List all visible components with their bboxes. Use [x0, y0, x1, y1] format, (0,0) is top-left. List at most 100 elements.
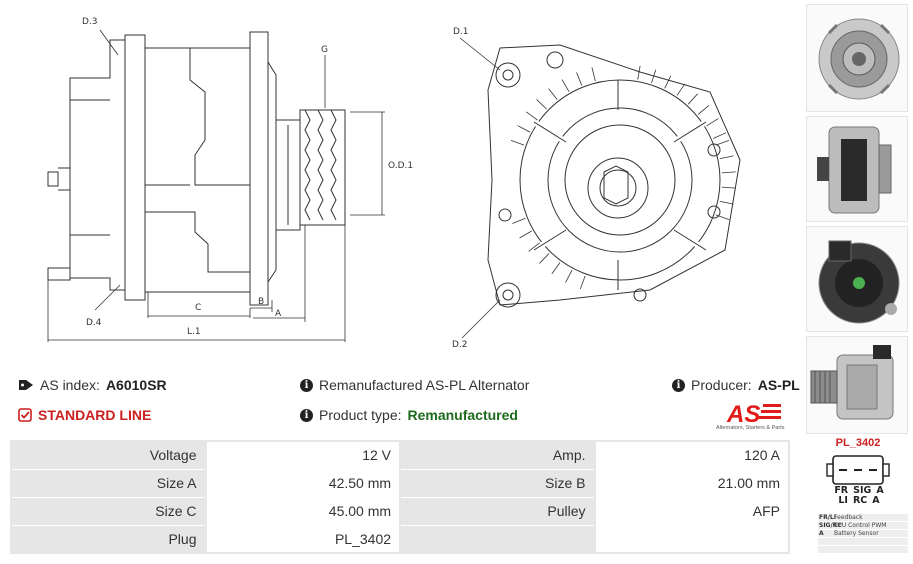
standard-line-row: STANDARD LINE [18, 407, 151, 423]
product-type-value: Remanufactured [407, 407, 518, 423]
vent-slot [719, 155, 734, 160]
label-d2: D.2 [452, 340, 468, 350]
producer-label: Producer: [691, 377, 752, 393]
label-b: B [258, 297, 264, 307]
as-index-value: A6010SR [105, 377, 167, 393]
vent-slot [512, 217, 526, 224]
spec-label: Size A [10, 468, 206, 498]
standard-line-label: STANDARD LINE [38, 407, 152, 423]
spec-value: 42.50 mm [204, 468, 402, 498]
vent-slot [591, 67, 596, 82]
pin-label: FR [834, 485, 849, 496]
spec-label: Size C [10, 496, 206, 526]
logo-subtitle: Alternators, Starters & Parts [716, 425, 785, 431]
plug-connector-diagram [826, 455, 890, 485]
legend-desc: Feedback [834, 514, 863, 521]
label-d1: D.1 [453, 27, 469, 37]
legend-code: FR/LI [819, 514, 836, 521]
vent-slot [721, 171, 736, 174]
vent-slot [715, 214, 730, 221]
vent-slot [713, 132, 727, 139]
vent-slot [561, 79, 570, 92]
plug-pin-labels: FR SIG A LI RC A [822, 486, 896, 506]
vent-slot [697, 105, 710, 115]
vent-slot [510, 139, 525, 146]
thumbnail-pulley-side[interactable] [806, 336, 908, 434]
spec-label: Plug [10, 524, 206, 554]
vent-slot [528, 242, 540, 252]
vent-slot [706, 118, 719, 127]
label-od1: O.D.1 [388, 161, 413, 171]
legend-code: A [819, 530, 824, 537]
vent-slot [721, 186, 736, 189]
plug-title: PL_3402 [835, 437, 881, 449]
product-type-label: Product type: [319, 407, 402, 423]
vent-slot [676, 83, 686, 96]
spec-label: Amp. [399, 440, 596, 470]
label-d3: D.3 [82, 17, 98, 27]
spec-value: 21.00 mm [593, 468, 790, 498]
vent-slot [687, 93, 698, 105]
vent-slot [548, 88, 558, 100]
legend-blank-row [818, 538, 908, 545]
pin-label: A [876, 485, 884, 496]
info-icon: i [300, 378, 313, 392]
vent-slot [715, 139, 730, 146]
product-type-row: i Product type: Remanufactured [300, 407, 518, 423]
legend-row: A Battery Sensor [818, 530, 908, 537]
spec-label [399, 524, 596, 554]
vent-slot [651, 69, 657, 84]
spec-value [593, 524, 790, 554]
vent-slot [719, 200, 734, 205]
producer-value: AS-PL [757, 377, 800, 393]
spec-value: 45.00 mm [204, 496, 402, 526]
logo-text: AS [726, 401, 760, 428]
as-index-row: AS index: A6010SR [18, 377, 167, 393]
vent-slot [579, 275, 586, 290]
vent-slot [664, 75, 672, 89]
alternator-side-photo [817, 126, 892, 214]
spec-value: PL_3402 [204, 524, 402, 554]
plug-pins-top-row: FR SIG A [822, 486, 896, 496]
label-a: A [275, 309, 282, 319]
legend-desc: Battery Sensor [834, 530, 879, 537]
vent-slot [565, 269, 573, 283]
vent-slot [517, 125, 531, 133]
thumbnail-front-view[interactable] [806, 4, 908, 112]
alternator-front-photo [818, 18, 900, 100]
vent-slot [551, 262, 561, 275]
checkbox-icon [18, 408, 32, 422]
thumbnail-rear-view[interactable] [806, 226, 908, 332]
vent-slot [637, 65, 641, 80]
label-c: C [195, 303, 201, 313]
vent-slot [539, 253, 550, 264]
plug-pins-bottom-row: LI RC A [822, 496, 896, 506]
legend-desc: CPU Control PWM [834, 522, 887, 529]
spec-value: 120 A [593, 440, 790, 470]
spec-label: Size B [399, 468, 596, 498]
label-g: G [321, 45, 328, 55]
vent-slot [536, 99, 547, 110]
technical-drawing: D.3 D.4 G O.D.1 C B A L.1 D.1 D.2 [47, 17, 741, 350]
label-l1: L.1 [187, 327, 201, 337]
info-icon: i [672, 378, 685, 392]
legend-blank-row [818, 546, 908, 553]
as-pl-logo: AS [726, 401, 781, 428]
thumbnail-side-view[interactable] [806, 116, 908, 222]
pin-label: RC [852, 495, 868, 506]
legend-code: SIG/RC [819, 522, 842, 529]
alternator-rear-photo [818, 240, 900, 324]
producer-row: i Producer: AS-PL [672, 377, 800, 393]
tag-icon [19, 380, 33, 390]
vent-slot [525, 111, 538, 121]
spec-label: Pulley [399, 496, 596, 526]
product-description: Remanufactured AS-PL Alternator [319, 377, 530, 393]
